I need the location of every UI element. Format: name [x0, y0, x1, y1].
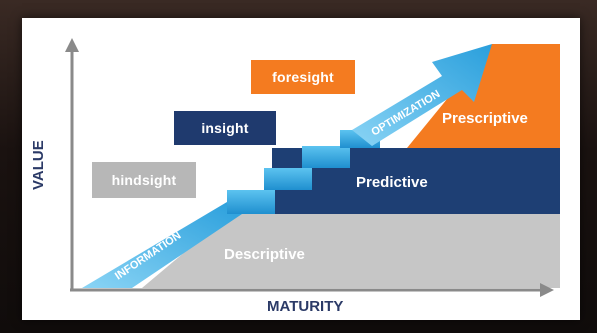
y-axis-arrowhead — [65, 38, 79, 52]
descriptive-label: Descriptive — [224, 246, 305, 263]
insight-box: insight — [174, 111, 276, 145]
x-axis-arrowhead — [540, 283, 554, 297]
prescriptive-label: Prescriptive — [442, 110, 528, 127]
prescriptive-region — [407, 44, 560, 148]
foresight-box: foresight — [251, 60, 355, 94]
staircase — [227, 130, 380, 214]
y-axis-label: VALUE — [30, 140, 47, 190]
maturity-diagram: INFORMATION OPTIMIZATION — [65, 38, 560, 297]
predictive-label: Predictive — [356, 174, 428, 191]
foresight-label: foresight — [272, 69, 334, 85]
descriptive-region — [142, 214, 560, 288]
hindsight-box: hindsight — [92, 162, 196, 198]
x-axis-label: MATURITY — [267, 298, 344, 315]
diagram-panel: INFORMATION OPTIMIZATION foresight insig… — [22, 18, 580, 320]
hindsight-label: hindsight — [111, 172, 177, 188]
insight-label: insight — [201, 120, 249, 136]
optimization-arrow — [352, 44, 492, 146]
information-ramp — [82, 202, 242, 288]
